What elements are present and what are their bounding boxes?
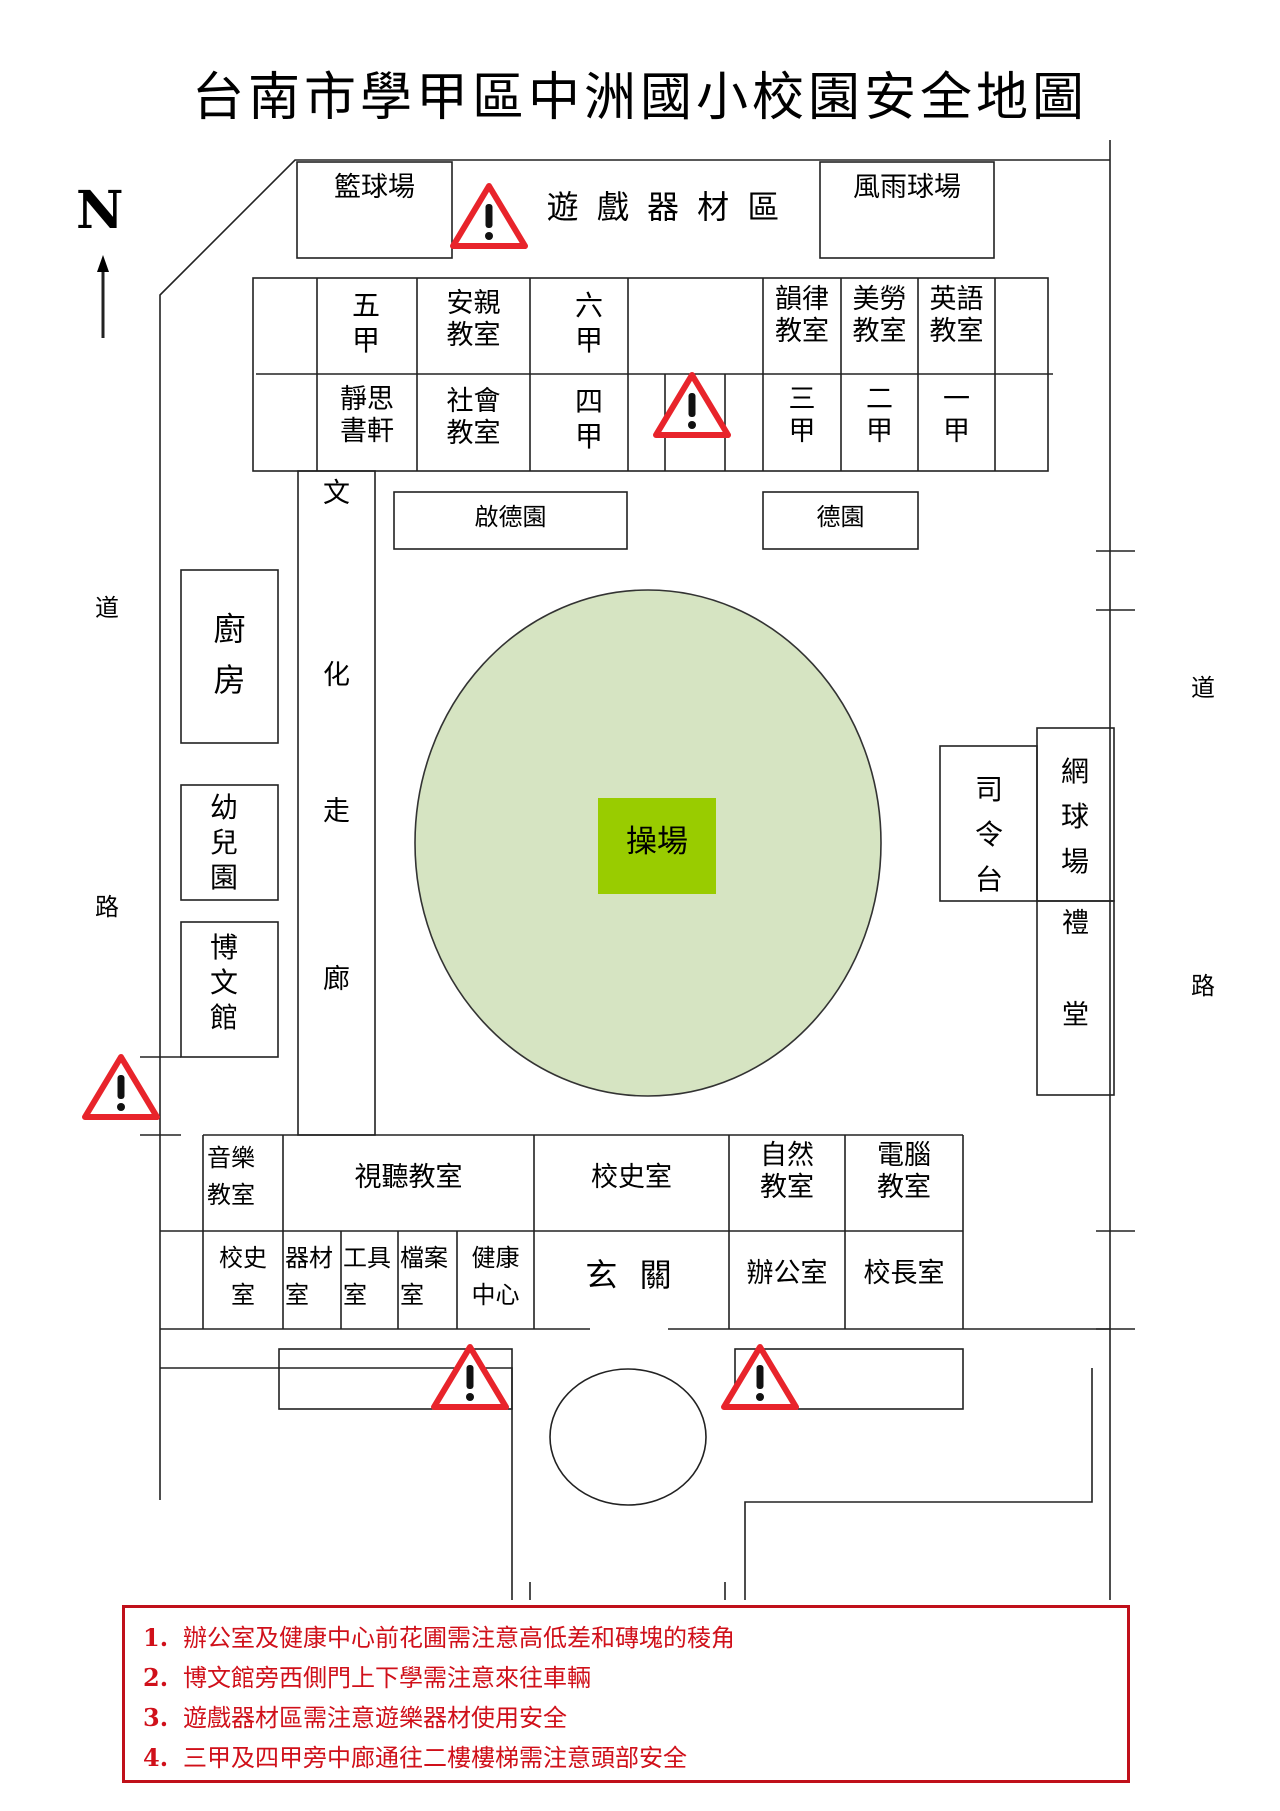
safety-note: 2.博文館旁西側門上下學需注意來往車輛 [143, 1663, 591, 1692]
rhythm-room-label: 韻律 教室 [775, 284, 829, 348]
auditorium-box [1036, 900, 1115, 1096]
safety-note: 1.辦公室及健康中心前花圃需注意高低差和磚塊的稜角 [143, 1623, 735, 1652]
culture-corridor-char-3: 走 [323, 796, 350, 827]
north-indicator: N [76, 180, 124, 241]
entrance-hall-label: 玄 關 [585, 1256, 678, 1294]
basketball-court [296, 161, 453, 259]
basketball-court-label: 籃球場 [334, 172, 415, 203]
science-room-label: 自然 教室 [760, 1140, 814, 1204]
road-left-char-1: 道 [95, 594, 119, 622]
qide-garden-label: 啟德園 [474, 503, 547, 531]
kindergarten-label: 幼兒園 [209, 791, 238, 894]
culture-corridor-char-1: 文 [323, 478, 350, 509]
map-title: 台南市學甲區中洲國小校園安全地圖 [191, 68, 1088, 128]
podium-label: 司令台 [974, 773, 1003, 896]
equipment-room-label: 器材 室 [285, 1244, 333, 1310]
classroom-g5a: 五甲 [351, 289, 380, 357]
warning-icon [450, 183, 528, 249]
warning-icon [653, 372, 731, 438]
safety-note: 3.遊戲器材區需注意遊樂器材使用安全 [143, 1703, 567, 1732]
qide-garden-box [393, 491, 628, 550]
classroom-g1a: 一 甲 [943, 384, 970, 448]
classroom-g3a: 三 甲 [788, 384, 816, 448]
social-room-label: 社會 教室 [446, 386, 501, 450]
warning-icon [431, 1344, 509, 1410]
sports-field-label: 操場 [626, 824, 688, 860]
playground-equipment-label: 遊 戲 器 材 區 [546, 188, 784, 226]
computer-room-label: 電腦 教室 [877, 1140, 931, 1204]
classroom-g4a: 四甲 [574, 385, 603, 453]
safety-note: 4.三甲及四甲旁中廊通往二樓樓梯需注意頭部安全 [143, 1743, 687, 1772]
history-room-top-label: 校史室 [591, 1162, 672, 1193]
warning-icon [82, 1054, 160, 1120]
front-garden-right [734, 1348, 964, 1410]
campus-boundary [159, 159, 1110, 1500]
de-garden-box [762, 491, 919, 550]
office-label: 辦公室 [746, 1258, 828, 1289]
archive-room-label: 檔案 室 [400, 1244, 448, 1310]
tennis-court-label: 網球場 [1060, 755, 1089, 878]
bowen-hall-label: 博文館 [209, 931, 238, 1034]
music-room-label: 音樂 教室 [207, 1144, 255, 1210]
classroom-g2a: 二 甲 [866, 384, 893, 448]
road-left-char-2: 路 [95, 893, 119, 921]
road-right-char-1: 道 [1191, 674, 1215, 702]
kitchen-box [180, 569, 279, 744]
field-label-bg [598, 798, 716, 894]
road-right-char-2: 路 [1191, 972, 1215, 1000]
health-center-label: 健康 中心 [471, 1244, 520, 1310]
bowen-hall-box [180, 921, 279, 1058]
art-room-label: 美勞 教室 [852, 284, 907, 348]
av-room-label: 視聽教室 [354, 1162, 463, 1193]
rain-court [819, 161, 995, 259]
auditorium-char-2: 堂 [1062, 1000, 1089, 1031]
tool-room-label: 工具 室 [343, 1244, 391, 1310]
roundabout [549, 1368, 707, 1506]
history-room-bottom-label: 校史 室 [219, 1244, 267, 1310]
warning-icon [721, 1344, 799, 1410]
de-garden-label: 德園 [816, 503, 865, 531]
english-room-label: 英語 教室 [929, 284, 984, 348]
culture-corridor-char-2: 化 [323, 660, 350, 691]
jingsi-label: 靜思 書軒 [340, 384, 394, 448]
safety-notes-box: 1.辦公室及健康中心前花圃需注意高低差和磚塊的稜角 2.博文館旁西側門上下學需注… [122, 1605, 1130, 1783]
culture-corridor-char-4: 廊 [323, 964, 350, 995]
kindergarten-box [180, 784, 279, 901]
auditorium-char-1: 禮 [1062, 908, 1089, 939]
kitchen-label: 廚 房 [213, 610, 246, 700]
classroom-g6a: 六甲 [574, 289, 603, 357]
parent-room-label: 安親 教室 [446, 288, 501, 352]
principal-office-label: 校長室 [863, 1258, 945, 1289]
rain-court-label: 風雨球場 [853, 172, 961, 203]
